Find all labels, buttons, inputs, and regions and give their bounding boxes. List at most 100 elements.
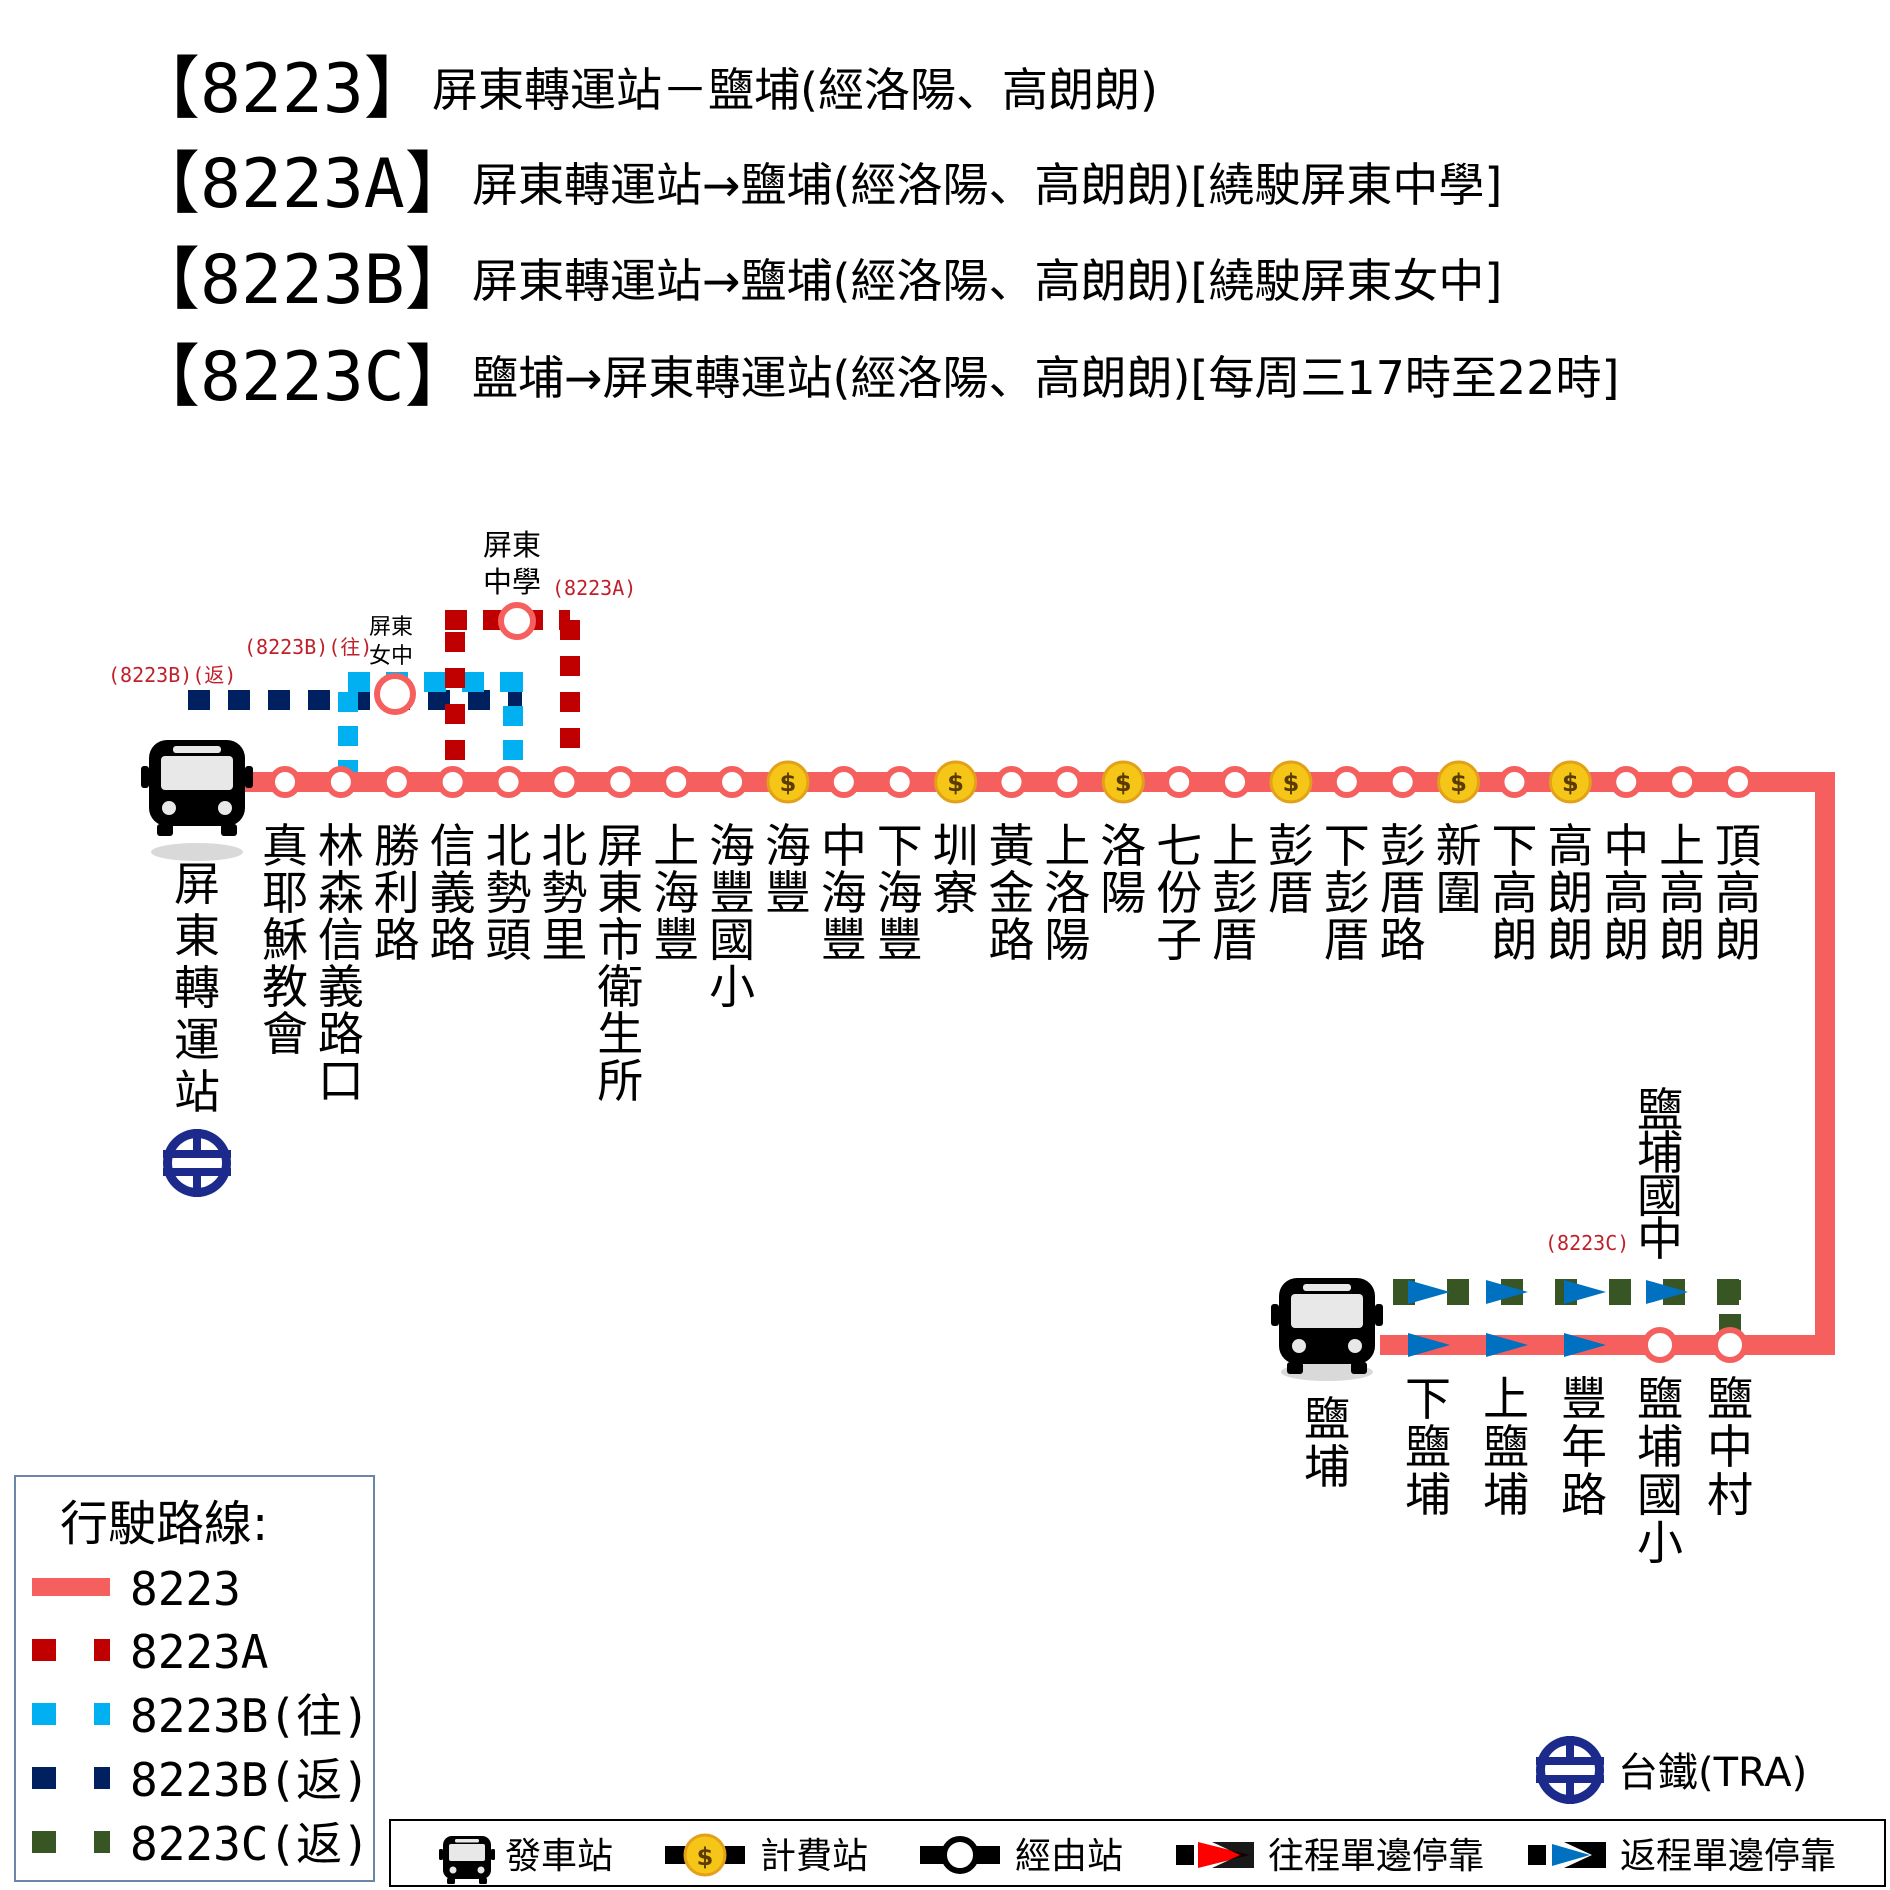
stop-circle — [1642, 1327, 1678, 1363]
stop-label: 下鹽埔 — [1405, 1372, 1451, 1522]
stop-label: 洛陽 — [1100, 819, 1146, 920]
yanpu-junior-high-text: 鹽埔國中 — [1637, 1083, 1683, 1266]
fare-coin-icon — [1101, 760, 1145, 804]
start-terminal: 屏東轉運站 — [141, 740, 253, 1197]
stop-label: 海豐國小 — [709, 819, 755, 1014]
branch-lines — [188, 610, 1745, 1345]
stop-label: 海豐 — [765, 819, 811, 920]
stop-label: 勝利路 — [374, 819, 420, 967]
legend-item-8223a: 8223A — [130, 1625, 268, 1679]
fare-symbol: $ — [1450, 769, 1467, 797]
bus-shadow — [1281, 1363, 1373, 1381]
stop-circle — [436, 766, 469, 798]
stop-circle — [548, 766, 581, 798]
terminal-name-end: 鹽埔 — [1304, 1392, 1350, 1494]
stop-label: 上海豐 — [653, 819, 699, 967]
bus-icon — [141, 740, 253, 836]
tra-label: 台鐵(TRA) — [1618, 1750, 1807, 1796]
main-stops: 真耶穌教會林森信義路口勝利路信義路北勢頭北勢里屏東市衛生所上海豐海豐國小$海豐中… — [262, 760, 1761, 1108]
note-8223b-out: (8223B)(往) — [244, 635, 372, 659]
stop-label: 鹽中村 — [1707, 1372, 1753, 1522]
stop-circle — [324, 766, 357, 798]
stop-circle — [1712, 1327, 1748, 1363]
end-terminal-name: 鹽埔 — [1304, 1392, 1350, 1494]
stop-circle — [1386, 766, 1419, 798]
note-8223c: (8223C) — [1545, 1231, 1629, 1255]
legend-item-8223: 8223 — [130, 1562, 241, 1616]
stop-label: 鹽埔國小 — [1637, 1372, 1683, 1570]
arrow-tail-black — [1564, 1842, 1606, 1868]
stop-label: 彭厝 — [1268, 819, 1314, 920]
fare-symbol: $ — [947, 769, 964, 797]
stop-circle-girls-high — [374, 673, 416, 715]
route-header: 【8223】屏東轉運站－鹽埔(經洛陽、高朗朗)【8223A】屏東轉運站→鹽埔(經… — [132, 50, 1619, 417]
symbol-legend-bar: 發車站 $ 計費站 經由站 往程單邊停靠 返程單邊停靠 — [389, 1819, 1886, 1887]
stop-label: 信義路 — [430, 819, 476, 967]
stop-circle — [1051, 766, 1084, 798]
stop-circle — [883, 766, 916, 798]
stop-label: 新圍 — [1436, 819, 1482, 920]
legend-box — [14, 1475, 375, 1882]
red-arrow-head — [1200, 1844, 1238, 1866]
fare-coin-icon — [1269, 760, 1313, 804]
arrow-tail-black — [1212, 1842, 1254, 1868]
stop-circle — [995, 766, 1028, 798]
blue-arrow-icon — [1552, 1844, 1590, 1866]
end-terminal: 鹽埔 — [1271, 1278, 1383, 1494]
blue-arrow-icon — [1486, 1333, 1528, 1357]
tra-legend: 台鐵(TRA) — [1536, 1736, 1807, 1804]
stop-label: 上鹽埔 — [1483, 1372, 1529, 1522]
stop-circle — [492, 766, 525, 798]
stop-label: 七份子 — [1156, 819, 1202, 967]
stop-label: 下彭厝 — [1324, 819, 1370, 967]
stop-label: 黃金路 — [989, 819, 1035, 967]
route-description: 屏東轉運站→鹽埔(經洛陽、高朗朗)[繞駛屏東中學] — [472, 158, 1502, 212]
legend: 行駛路線: 8223 8223A 8223B(往) 8223B(返) 8223C… — [14, 1475, 375, 1882]
stop-circle — [1498, 766, 1531, 798]
blue-arrow-icon — [1408, 1280, 1450, 1304]
stop-circle — [660, 766, 693, 798]
stop-label: 真耶穌教會 — [262, 819, 308, 1061]
fare-symbol: $ — [1283, 769, 1300, 797]
stop-circle — [1666, 766, 1699, 798]
stop-label: 高朗朗 — [1547, 819, 1593, 967]
route-description: 鹽埔→屏東轉運站(經洛陽、高朗朗)[每周三17時至22時] — [472, 351, 1619, 405]
symbol-label-stop: 經由站 — [1015, 1836, 1123, 1877]
fare-symbol: $ — [1115, 769, 1132, 797]
stop-label: 豐年路 — [1561, 1372, 1607, 1522]
route-code: 【8223C】 — [132, 338, 473, 417]
stop-circle — [1219, 766, 1252, 798]
blue-arrow-icon — [1486, 1280, 1528, 1304]
stop-circle — [827, 766, 860, 798]
fare-coin-icon — [934, 760, 978, 804]
legend-item-8223c-return: 8223C(返) — [130, 1817, 370, 1871]
legend-item-8223b-return: 8223B(返) — [130, 1753, 370, 1807]
stop-label: 中海豐 — [821, 819, 867, 967]
stop-circle-pingtung-high — [498, 602, 536, 640]
stop-circle — [380, 766, 413, 798]
blue-arrow-icon — [1646, 1280, 1688, 1304]
blue-arrow-icon — [1564, 1333, 1606, 1357]
stop-circle — [716, 766, 749, 798]
girls-high-label-1: 屏東 — [369, 615, 413, 640]
symbol-label-outbound-oneway: 往程單邊停靠 — [1268, 1836, 1484, 1877]
stop-label: 林森信義路口 — [318, 819, 364, 1108]
symbol-label-fare: 計費站 — [760, 1836, 868, 1877]
stop-circle — [604, 766, 637, 798]
fare-symbol: $ — [697, 1843, 714, 1871]
stop-label: 頂高朗 — [1715, 819, 1761, 967]
blue-arrow-icon — [1408, 1333, 1450, 1357]
blue-arrow-icon — [1564, 1280, 1606, 1304]
route-code: 【8223A】 — [132, 145, 473, 224]
stop-label: 彭厝路 — [1380, 819, 1426, 967]
stop-label: 屏東市衛生所 — [597, 819, 643, 1108]
stop-circle-icon — [941, 1836, 979, 1874]
fare-coin-icon — [1548, 760, 1592, 804]
stop-label: 圳寮 — [933, 819, 979, 920]
bus-shadow — [151, 843, 243, 861]
branch-labels: 屏東 中學 (8223A) 屏東 女中 (8223B)(往) (8223B)(返… — [108, 528, 1683, 1266]
tra-logo-icon — [163, 1129, 231, 1197]
stop-label: 中高朗 — [1603, 819, 1649, 967]
legend-title: 行駛路線: — [60, 1496, 268, 1552]
